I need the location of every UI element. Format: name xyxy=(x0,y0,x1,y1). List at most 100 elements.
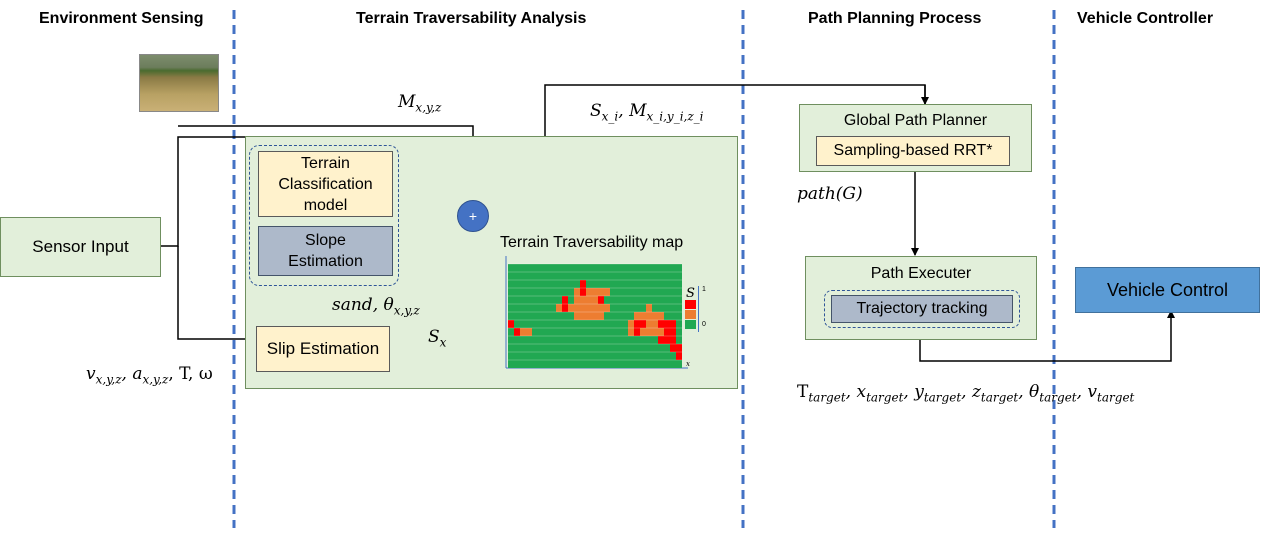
sensor-input-box: Sensor Input xyxy=(0,217,161,277)
map-cell xyxy=(550,296,556,304)
map-cell xyxy=(634,344,640,352)
map-cell xyxy=(658,288,664,296)
label-sensor-variables: vx,y,z, ax,y,z, T, ω xyxy=(86,364,213,387)
map-cell xyxy=(640,280,646,288)
map-cell xyxy=(520,360,526,368)
map-cell xyxy=(598,344,604,352)
map-cell xyxy=(634,352,640,360)
map-cell xyxy=(568,344,574,352)
map-cell xyxy=(568,304,574,312)
map-cell xyxy=(658,336,664,344)
map-cell xyxy=(586,264,592,272)
map-cell xyxy=(592,296,598,304)
legend-orange xyxy=(685,310,696,319)
map-cell xyxy=(616,288,622,296)
map-cell xyxy=(544,264,550,272)
map-cell xyxy=(592,320,598,328)
map-cell xyxy=(580,264,586,272)
map-cell xyxy=(634,360,640,368)
map-cell xyxy=(550,320,556,328)
map-cell xyxy=(532,280,538,288)
map-cell xyxy=(586,352,592,360)
map-cell xyxy=(664,352,670,360)
map-cell xyxy=(532,336,538,344)
map-cell xyxy=(508,336,514,344)
map-cell xyxy=(658,360,664,368)
map-cell xyxy=(550,304,556,312)
map-cell xyxy=(508,344,514,352)
global-path-planner-box: Global Path Planner Sampling-based RRT* xyxy=(799,104,1032,172)
map-cell xyxy=(616,296,622,304)
sum-symbol: + xyxy=(468,208,478,224)
map-cell xyxy=(664,296,670,304)
map-cell xyxy=(520,288,526,296)
map-cell xyxy=(640,296,646,304)
terrain-classification-box: Terrain Classification model xyxy=(258,151,393,217)
map-cell xyxy=(658,296,664,304)
map-cell xyxy=(634,312,640,320)
map-cell xyxy=(532,272,538,280)
map-cell xyxy=(610,312,616,320)
map-cell xyxy=(598,304,604,312)
map-cell xyxy=(640,328,646,336)
arrow-executer-to-vehicle xyxy=(919,310,1175,362)
map-cell xyxy=(544,336,550,344)
map-cell xyxy=(514,272,520,280)
map-cell xyxy=(574,328,580,336)
map-cell xyxy=(514,304,520,312)
map-cell xyxy=(538,304,544,312)
map-cell xyxy=(640,344,646,352)
map-cell xyxy=(520,312,526,320)
map-cell xyxy=(514,328,520,336)
map-cell xyxy=(580,272,586,280)
map-cell xyxy=(676,272,682,280)
map-cell xyxy=(646,352,652,360)
map-cell xyxy=(526,328,532,336)
map-cell xyxy=(562,320,568,328)
map-cell xyxy=(538,328,544,336)
map-cell xyxy=(634,320,640,328)
map-cell xyxy=(592,272,598,280)
map-cell xyxy=(556,344,562,352)
map-cell xyxy=(592,352,598,360)
map-cell xyxy=(616,304,622,312)
map-cell xyxy=(592,280,598,288)
map-cell xyxy=(610,360,616,368)
map-cell xyxy=(550,312,556,320)
header-vehicle-controller: Vehicle Controller xyxy=(1077,10,1214,27)
map-cell xyxy=(622,352,628,360)
map-cell xyxy=(520,304,526,312)
map-cell xyxy=(568,336,574,344)
map-cell xyxy=(538,280,544,288)
map-cell xyxy=(574,336,580,344)
map-cell xyxy=(544,360,550,368)
map-cell xyxy=(598,296,604,304)
map-cell xyxy=(622,320,628,328)
map-cell xyxy=(514,336,520,344)
map-cell xyxy=(556,264,562,272)
map-cell xyxy=(538,264,544,272)
map-cell xyxy=(604,272,610,280)
map-cell xyxy=(610,336,616,344)
map-cell xyxy=(610,296,616,304)
map-cell xyxy=(526,320,532,328)
map-cell xyxy=(544,272,550,280)
map-cell xyxy=(508,272,514,280)
map-cell xyxy=(574,280,580,288)
map-cell xyxy=(640,336,646,344)
map-cell xyxy=(628,264,634,272)
map-cell xyxy=(676,320,682,328)
map-cell xyxy=(520,336,526,344)
map-cell xyxy=(676,280,682,288)
map-cell xyxy=(556,312,562,320)
map-cell xyxy=(508,288,514,296)
map-cell xyxy=(568,352,574,360)
map-cell xyxy=(532,320,538,328)
map-cell xyxy=(598,336,604,344)
label-sx: Sx xyxy=(428,327,447,350)
map-cell xyxy=(568,320,574,328)
map-cell xyxy=(550,280,556,288)
map-cell xyxy=(580,352,586,360)
map-cell xyxy=(652,352,658,360)
map-cell xyxy=(586,272,592,280)
